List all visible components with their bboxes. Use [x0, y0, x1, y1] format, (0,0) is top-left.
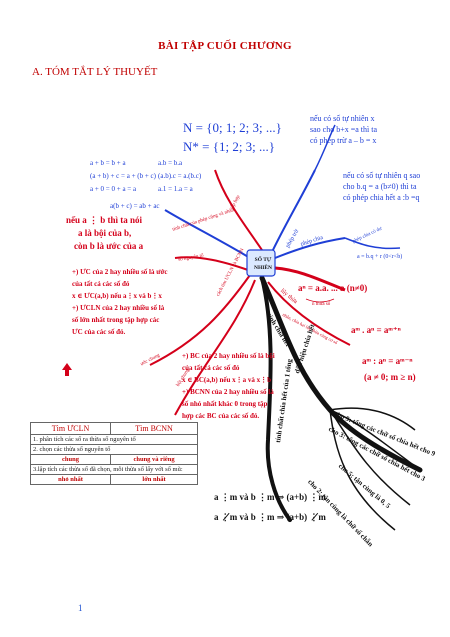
table-cell: nhỏ nhất	[29, 474, 112, 485]
table-step: 3.lập tích các thừa số đã chọn, mỗi thừa…	[30, 464, 198, 475]
property-item: a + b = b + a	[90, 159, 126, 167]
branch-set	[214, 169, 263, 251]
branch-div	[274, 237, 346, 259]
property-item: a + 0 = 0 + a = a	[90, 185, 137, 193]
set-n-star: N* = {1; 2; 3; ...}	[183, 139, 276, 154]
page-number: 1	[78, 603, 83, 613]
branch-power	[274, 266, 346, 292]
power-definition: aⁿ = a.a. ... a (n≠0)	[298, 283, 368, 293]
power-multiply-rule: aᵐ . aⁿ = aᵐ⁺ⁿ	[351, 325, 401, 335]
branch-lcm	[174, 279, 256, 416]
branch-div-rem	[344, 237, 401, 250]
set-n: N = {0; 1; 2; 3; ...}	[183, 120, 282, 135]
sum-rule: a ⋮m và b ⋮m ⇒ (a+b) ⋮m	[214, 492, 326, 502]
branch-div-sum	[260, 276, 292, 522]
property-item: a.b = b.a	[158, 159, 183, 167]
property-item: a(b + c) = ab + ac	[110, 202, 160, 210]
branch-divisibility	[259, 275, 423, 473]
branch-sub-tail	[314, 124, 336, 171]
table-header: Tìm ƯCLN	[29, 422, 112, 435]
sum-rule: a ⋮̸m và b ⋮m ⇒ (a+b) ⋮̸m	[214, 512, 326, 522]
branch-prime	[174, 256, 249, 271]
remainder-formula: a = b.q + r (0<r<b)	[357, 254, 403, 260]
document-title: BÀI TẬP CUỐI CHƯƠNG	[158, 40, 292, 52]
power-definition-note: n thừa số	[312, 302, 331, 307]
power-divide-rule: aᵐ : aⁿ = aᵐ⁻ⁿ	[362, 356, 413, 366]
divisor-multiple-note: nếu a ⋮ b thì ta nói a là bội của b, còn…	[66, 215, 144, 251]
branch-power-rule	[267, 281, 351, 346]
section-heading: A. TÓM TẮT LÝ THUYẾT	[32, 66, 158, 78]
power-condition: (a ≠ 0; m ≥ n)	[364, 372, 416, 382]
center-node	[246, 249, 276, 277]
branch-gcd	[149, 274, 251, 366]
table-step: 2. chọn các thừa số nguyên tố	[30, 444, 198, 455]
branch-add-mul	[164, 209, 251, 259]
property-item: (a.b).c = a.(b.c)	[158, 172, 202, 180]
gcd-lcm-table: Tìm ƯCLN Tìm BCNN 1. phân tích các số ra…	[29, 422, 198, 485]
table-header: Tìm BCNN	[110, 422, 198, 435]
table-cell: chung và riêng	[110, 454, 198, 465]
property-item: a.1 = 1.a = a	[158, 185, 193, 193]
branch-sub	[271, 169, 316, 253]
property-item: (a + b) + c = a + (b + c)	[90, 172, 156, 180]
table-cell: lớn nhất	[110, 474, 198, 485]
arrow-icon	[62, 363, 72, 376]
table-cell: chung	[29, 454, 112, 465]
table-step: 1. phân tích các số ra thừa số nguyên tố	[30, 434, 198, 445]
